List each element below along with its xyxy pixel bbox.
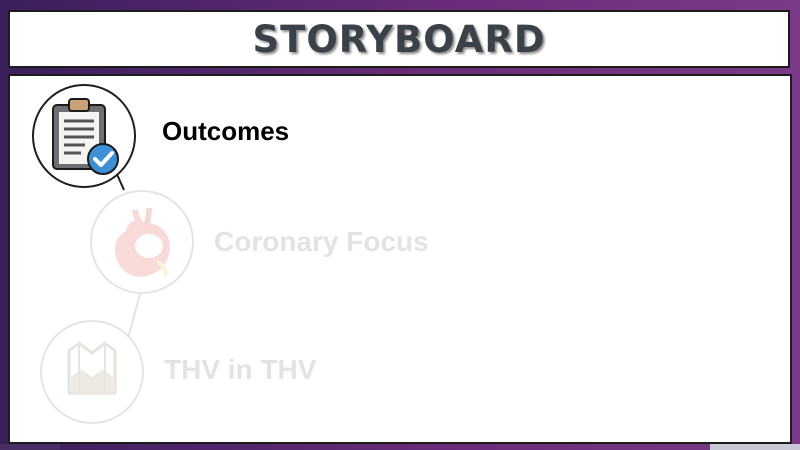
step-thv-in-thv-label[interactable]: THV in THV [164, 354, 317, 385]
footer-strip-right [710, 444, 800, 450]
heart-icon [114, 207, 170, 277]
slide-title: STORYBOARD [252, 17, 546, 61]
clipboard-check-icon [52, 98, 119, 175]
step-outcomes-label[interactable]: Outcomes [162, 116, 290, 146]
footer-strip-left [0, 444, 60, 450]
title-bar: STORYBOARD [8, 10, 790, 68]
step-coronary-focus-node[interactable] [90, 190, 194, 294]
step-outcomes-node[interactable] [32, 84, 136, 188]
step-coronary-focus-label[interactable]: Coronary Focus [214, 226, 429, 257]
step-thv-in-thv-node[interactable] [40, 320, 144, 424]
valve-icon [67, 341, 117, 395]
storyboard-panel: Outcomes Coronary Focus THV in THV [8, 74, 792, 444]
